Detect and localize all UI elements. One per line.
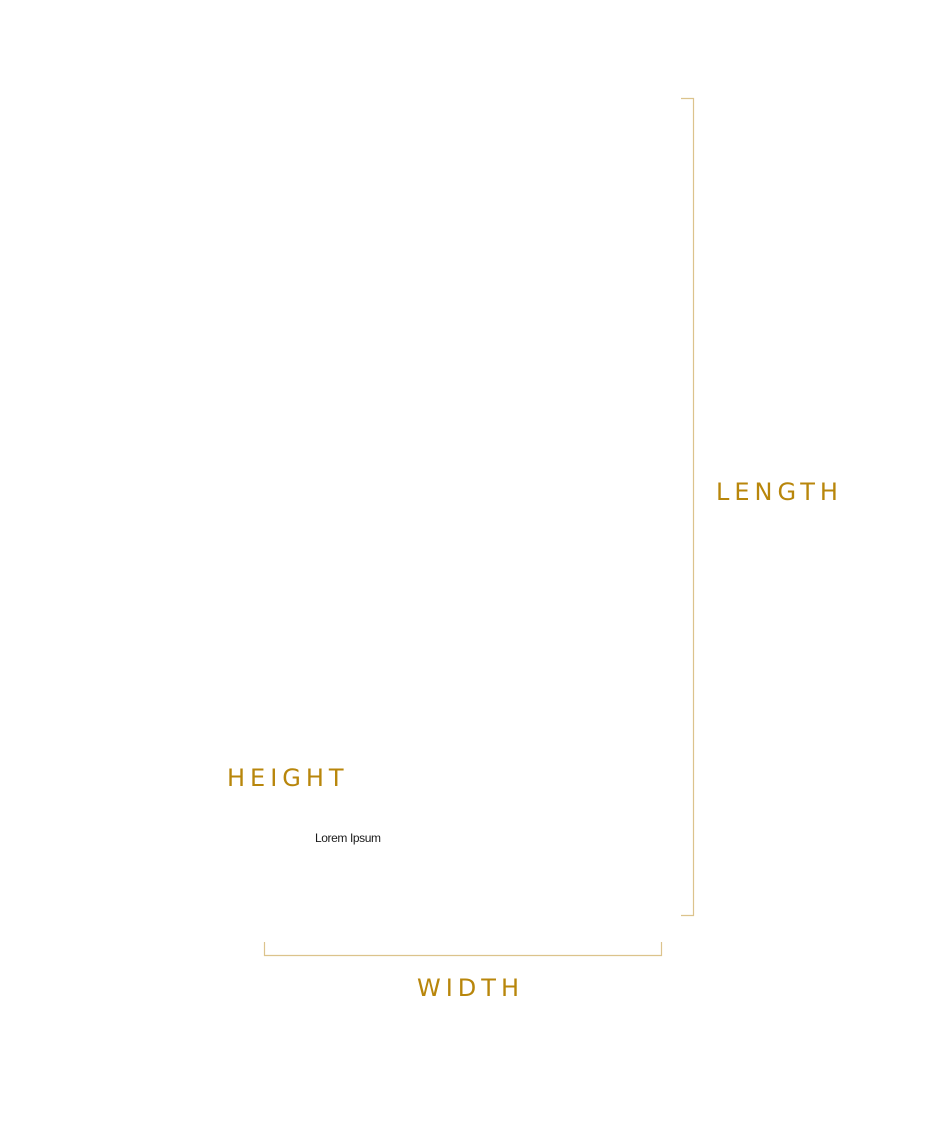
height-label: HEIGHT	[227, 764, 349, 792]
sample-text: Lorem Ipsum	[315, 831, 381, 845]
length-label: LENGTH	[716, 478, 843, 506]
width-label: WIDTH	[417, 974, 524, 1002]
length-bracket	[681, 97, 695, 917]
width-bracket	[263, 942, 663, 957]
